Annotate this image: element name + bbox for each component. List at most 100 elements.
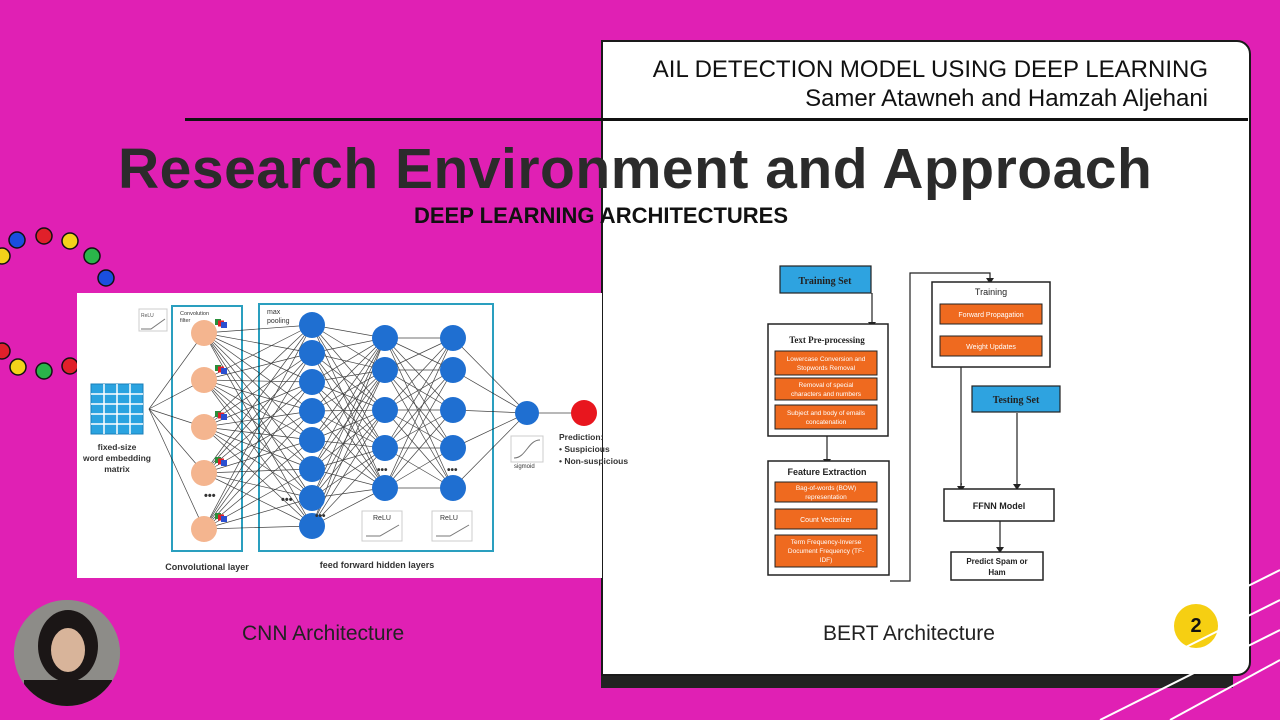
network-edge [384,409,454,489]
network-edge [311,352,386,489]
network-edge [203,379,313,441]
train-step-1-label: Forward Propagation [958,312,1023,319]
network-edge [203,324,313,428]
pre-step-2-line-2: characters and numbers [791,391,862,398]
network-edge [203,379,313,499]
ffnn-model-label: FFNN Model [973,501,1026,511]
conv-filter-label-2: filter [180,318,191,324]
pool-node [299,369,325,395]
network-edge [311,409,386,441]
sigmoid-label: sigmoid [514,464,535,470]
network-edge [203,332,313,383]
input-edge [148,408,205,474]
pre-step-3 [774,404,878,430]
hidden2-node [440,325,466,351]
network-edge [452,412,528,449]
network-edge [203,426,313,470]
pre-step-2-line-1: Removal of special [799,382,854,389]
train-step-1 [939,303,1043,325]
cnn-diagram: fixed-size word embedding matrix ReLU Co… [82,303,628,572]
bert-caption: BERT Architecture [823,622,995,645]
embedding-matrix-icon [90,383,144,435]
fe-step-1-line-2: representation [805,494,847,501]
network-edge [203,497,313,530]
prediction-node [571,400,597,426]
hidden1-node [372,475,398,501]
network-edge [203,472,313,499]
hidden1-node [372,325,398,351]
network-edge [203,439,313,474]
network-edge [384,369,454,489]
ffnn-model-box [943,488,1055,522]
network-edge [203,352,313,474]
network-edge [384,337,454,489]
hidden1-node [372,435,398,461]
fe-step-1-line-1: Bag-of-words (BOW) [796,485,856,492]
conv-node [191,460,217,486]
presenter-avatar [14,600,120,706]
network-edge [384,337,454,449]
hidden2-node [440,475,466,501]
pool-node [299,485,325,511]
conv-node [191,367,217,393]
network-edge [311,381,386,489]
paper-authors: Samer Atawneh and Hamzah Aljehani [805,85,1208,112]
pre-step-1-line-1: Lowercase Conversion and [787,356,866,363]
network-edge [311,352,386,449]
filter-square [221,414,227,420]
conv-filter-label-1: Convolution [180,311,209,317]
train-step-2-label: Weight Updates [966,344,1016,351]
network-edge [384,369,454,449]
prediction-item-2: • Non-suspicious [559,456,628,466]
conv-node [191,414,217,440]
network-edge [203,426,313,499]
predict-box [950,551,1044,581]
ellipsis-conv: ••• [281,494,293,506]
network-edge [203,332,313,412]
ff-layers-box [258,303,494,552]
input-label-2: word embedding [82,453,151,463]
presenter-icon [14,600,120,706]
pre-step-2 [774,377,878,401]
right-panel [601,40,1251,676]
network-edge [203,525,313,530]
ellipsis-pool: ••• [204,490,216,502]
network-edge [384,337,454,411]
training-set-box [779,265,872,294]
training-label: Training [975,287,1007,297]
fe-step-3-line-1: Term Frequency-Inverse [791,539,862,546]
hidden1-node [372,397,398,423]
network-edge [203,468,313,474]
relu-small-label: ReLU [141,313,154,319]
network-edge [311,447,386,499]
hidden2-node [440,357,466,383]
network-edge [452,337,528,414]
fe-step-2-line-1: Count Vectorizer [800,517,852,524]
network-edge [311,409,386,499]
network-edge [311,410,386,449]
fe-step-1 [774,481,878,503]
input-label-1: fixed-size [98,442,137,452]
pre-step-3-line-1: Subject and body of emails [787,410,866,417]
network-edge [203,381,313,530]
network-edge [203,410,313,428]
pre-step-1 [774,350,878,376]
pool-node [299,398,325,424]
filter-square [221,460,227,466]
network-edge [203,410,313,530]
network-edge [311,369,386,441]
fe-step-3-line-2: Document Frequency (TF- [788,548,864,555]
network-edge [384,369,454,411]
network-edge [311,337,386,441]
prediction-item-1: • Suspicious [559,444,610,454]
relu-1-label: ReLU [373,515,391,522]
network-edge [203,332,313,499]
network-edge [452,369,528,414]
output-node [515,401,539,425]
network-edge [203,324,313,474]
network-edge [311,337,386,383]
panel-shadow [601,672,1233,688]
network-edge [203,379,313,412]
network-edge [311,439,386,489]
pool-node [299,513,325,539]
